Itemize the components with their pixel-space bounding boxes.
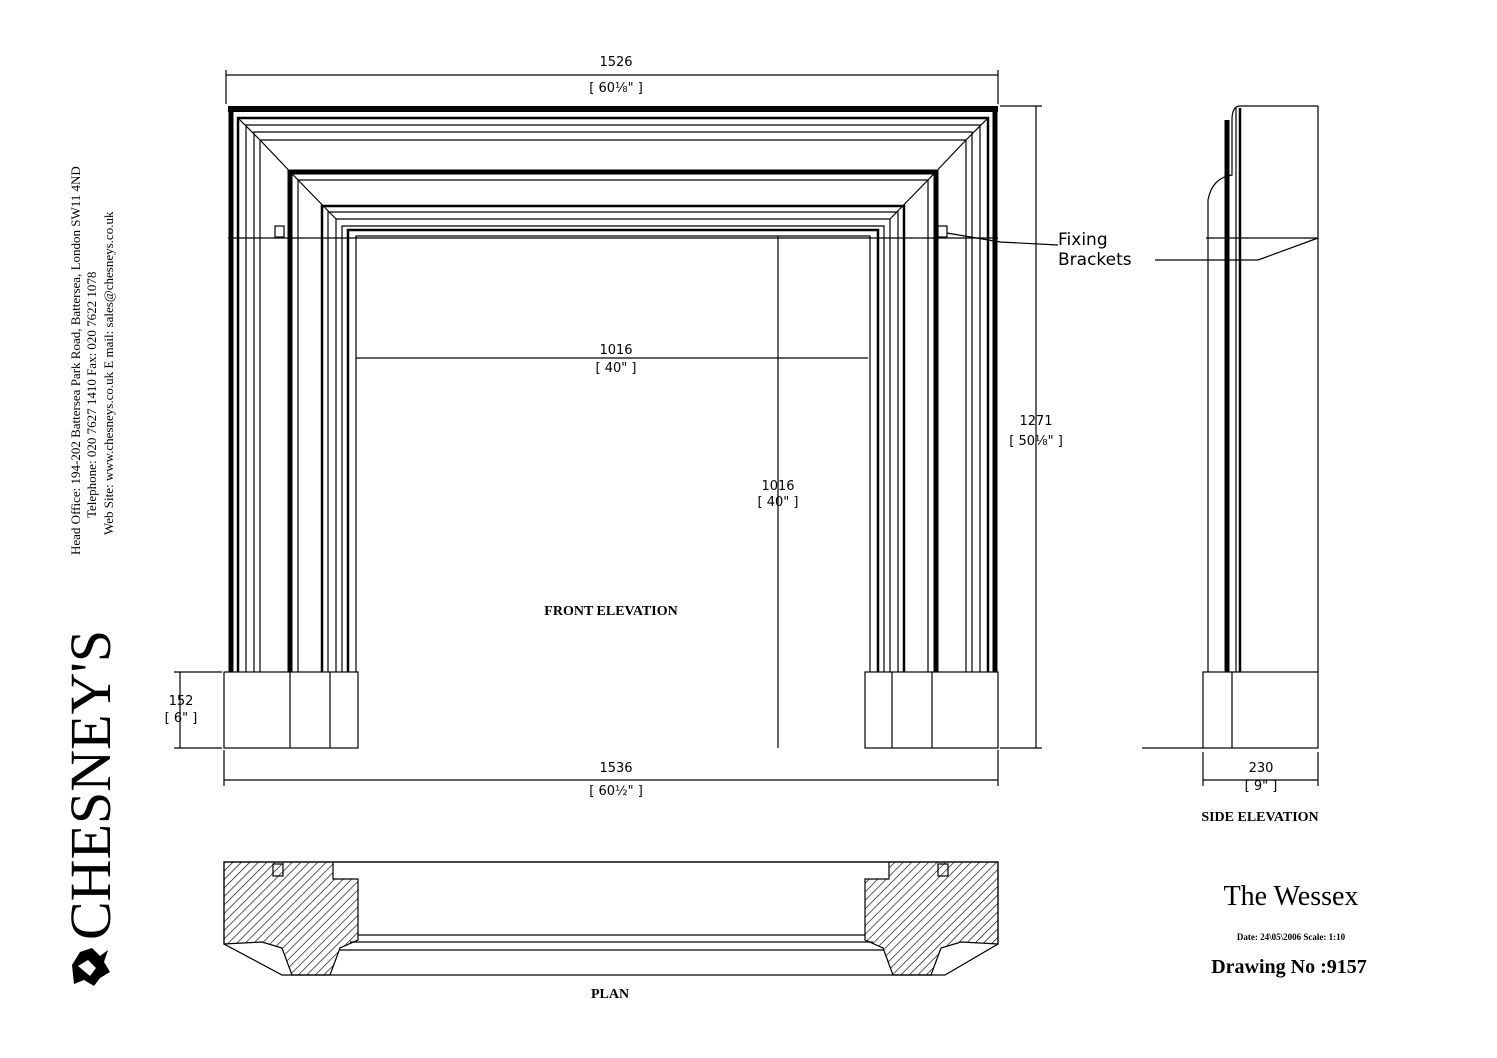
top-width-in: [ 60⅛" ] — [589, 81, 643, 96]
drawing-title: The Wessex — [1224, 881, 1359, 912]
fixing-label-line1: Fixing — [1058, 230, 1108, 250]
bottom-width-mm: 1536 — [599, 761, 632, 776]
lion-crest-icon — [72, 948, 110, 986]
address-line-3: Web Site: www.chesneys.co.uk E mail: sal… — [101, 211, 116, 535]
plinth-height-mm: 152 — [169, 694, 194, 709]
plan-label: PLAN — [591, 987, 629, 1002]
front-elevation — [223, 106, 999, 749]
top-width-mm: 1526 — [599, 55, 632, 70]
front-elevation-label: FRONT ELEVATION — [544, 604, 677, 619]
fixing-label-line2: Brackets — [1058, 250, 1132, 270]
opening-height-in: [ 40" ] — [758, 495, 799, 510]
opening-width-mm: 1016 — [599, 343, 632, 358]
opening-height-mm: 1016 — [761, 479, 794, 494]
company-logo-wordmark: CHESNEY'S — [58, 630, 123, 940]
side-elevation: 230 [ 9" ] SIDE ELEVATION — [1142, 105, 1319, 825]
title-block: The Wessex Date: 24\05\2006 Scale: 1:10 … — [1211, 881, 1367, 978]
plan-view: PLAN — [223, 861, 999, 1002]
plinth-height-in: [ 6" ] — [165, 711, 198, 726]
company-info-panel: Head Office: 194-202 Battersea Park Road… — [58, 166, 123, 986]
front-dimensions: 1526 [ 60⅛" ] 1016 [ 40" ] 1016 [ 40" ] … — [165, 55, 1063, 799]
fixing-bracket-right — [937, 225, 948, 238]
opening-width-in: [ 40" ] — [596, 361, 637, 376]
depth-in: [ 9" ] — [1245, 779, 1278, 794]
depth-mm: 230 — [1249, 761, 1274, 776]
overall-height-in: [ 50⅛" ] — [1009, 434, 1063, 449]
address-line-1: Head Office: 194-202 Battersea Park Road… — [68, 166, 83, 555]
side-elevation-label: SIDE ELEVATION — [1201, 810, 1318, 825]
bottom-width-in: [ 60½" ] — [589, 784, 643, 799]
fixing-bracket-left — [274, 225, 285, 238]
address-line-2: Telephone: 020 7627 1410 Fax: 020 7622 1… — [84, 272, 99, 518]
overall-height-mm: 1271 — [1019, 414, 1052, 429]
date-scale: Date: 24\05\2006 Scale: 1:10 — [1237, 932, 1346, 942]
drawing-number: Drawing No :9157 — [1211, 956, 1367, 978]
